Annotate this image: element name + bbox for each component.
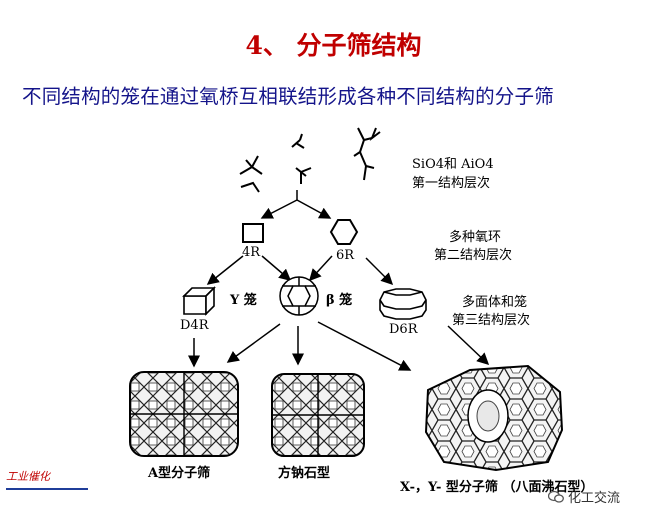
ring-6r-shape	[329, 219, 359, 245]
level1-formula: SiO4和 AiO4	[412, 157, 494, 172]
watermark-text: 化工交流	[568, 491, 621, 506]
ring-4r-label: 4R	[242, 245, 261, 260]
a-type-label: A型分子筛	[148, 466, 211, 481]
d4r-label: D4R	[180, 318, 209, 333]
slide-title: 4、 分子筛结构	[245, 31, 422, 60]
d6r-prism-shape	[379, 288, 427, 320]
level3-caption: 第三结构层次	[452, 313, 531, 328]
footer-rule	[6, 488, 88, 490]
level3-name: 多面体和笼	[462, 295, 528, 310]
sodalite-label: 方钠石型	[278, 466, 331, 481]
slide-subtitle: 不同结构的笼在通过氧桥互相联结形成各种不同结构的分子筛	[22, 85, 554, 108]
chat-bubble-icon	[548, 490, 564, 503]
level2-name: 多种氧环	[449, 230, 502, 245]
ring-4r-shape	[242, 223, 264, 243]
ring-6r-label: 6R	[336, 248, 355, 263]
d6r-label: D6R	[389, 322, 418, 337]
beta-cage-label: β 笼	[326, 293, 353, 308]
a-type-framework-shape	[129, 371, 239, 457]
beta-cage-shape	[279, 276, 319, 316]
level2-caption: 第二结构层次	[434, 248, 513, 263]
source-footer-text: 工业催化	[6, 470, 50, 483]
faujasite-framework-shape	[424, 364, 564, 472]
level1-caption: 第一结构层次	[412, 176, 491, 191]
sodalite-framework-shape	[271, 373, 365, 457]
d4r-cube-shape	[182, 286, 216, 316]
y-cage-label: Y 笼	[230, 293, 257, 308]
watermark: 化工交流	[548, 487, 620, 506]
tetrahedra-group	[239, 127, 381, 193]
xy-type-label: X-，Y- 型分子筛 （八面沸石型）	[400, 480, 594, 495]
